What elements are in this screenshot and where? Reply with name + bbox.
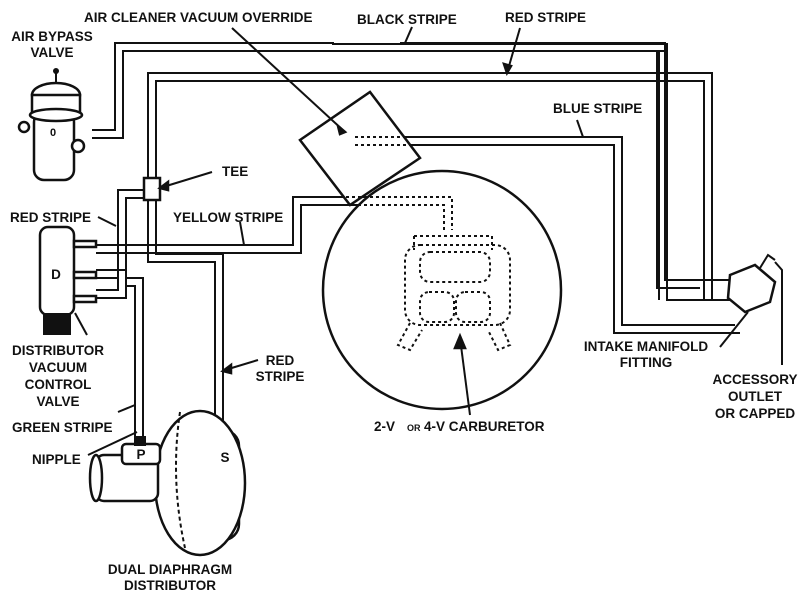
label-blue-stripe: BLUE STRIPE: [553, 101, 642, 116]
svg-text:0: 0: [50, 127, 56, 139]
valve-port-d: D: [51, 267, 61, 282]
hose-red-stripe-dist: [147, 198, 224, 440]
label-air-bypass-valve-line1: AIR BYPASS: [11, 29, 93, 44]
hose-red-stripe-top: [147, 72, 713, 300]
label-intake-manifold-line2: FITTING: [620, 355, 673, 370]
label-dvcv-line4: VALVE: [36, 394, 79, 409]
label-accessory-line1: ACCESSORY: [712, 372, 797, 387]
distributor-port-p: P: [136, 447, 145, 462]
label-dvcv-line3: CONTROL: [25, 377, 92, 392]
hose-green-stripe: [126, 277, 144, 445]
label-dvcv-line1: DISTRIBUTOR: [12, 343, 104, 358]
label-tee: TEE: [222, 164, 248, 179]
labels: AIR CLEANER VACUUM OVERRIDE BLACK STRIPE…: [10, 10, 798, 593]
carburetor[interactable]: [321, 169, 563, 411]
label-intake-manifold-line1: INTAKE MANIFOLD: [584, 339, 708, 354]
label-red-stripe-mid-line2: STRIPE: [256, 369, 305, 384]
distributor-vacuum-control-valve[interactable]: D: [38, 225, 98, 335]
hose-blue-stripe: [355, 136, 740, 334]
label-red-stripe-mid-line1: RED: [266, 353, 295, 368]
label-accessory-line2: OUTLET: [728, 389, 783, 404]
label-nipple: NIPPLE: [32, 452, 81, 467]
label-carburetor-4v: 4-V CARBURETOR: [424, 419, 545, 434]
label-red-stripe-top: RED STRIPE: [505, 10, 586, 25]
label-accessory-line3: OR CAPPED: [715, 406, 796, 421]
dual-diaphragm-distributor[interactable]: P S: [88, 409, 247, 557]
label-distributor-line1: DUAL DIAPHRAGM: [108, 562, 232, 577]
air-bypass-valve[interactable]: 0: [17, 68, 86, 182]
distributor-port-s: S: [220, 450, 229, 465]
leader-lines: [74, 26, 749, 456]
label-red-stripe-left: RED STRIPE: [10, 210, 91, 225]
label-air-bypass-valve-line2: VALVE: [30, 45, 73, 60]
air-cleaner-housing: [298, 90, 422, 207]
label-carburetor-2v: 2-V: [374, 419, 395, 434]
label-air-cleaner-vacuum-override: AIR CLEANER VACUUM OVERRIDE: [84, 10, 313, 25]
hose-red-stripe-left: [96, 189, 148, 299]
intake-manifold-fitting[interactable]: [726, 253, 783, 365]
label-black-stripe: BLACK STRIPE: [357, 12, 457, 27]
label-green-stripe: GREEN STRIPE: [12, 420, 113, 435]
tee-fitting[interactable]: [142, 176, 162, 202]
label-distributor-line2: DISTRIBUTOR: [124, 578, 216, 593]
hose-red-stripe-outer: [123, 42, 700, 289]
label-carburetor-or: OR: [407, 423, 421, 433]
label-dvcv-line2: VACUUM: [29, 360, 87, 375]
label-yellow-stripe: YELLOW STRIPE: [173, 210, 283, 225]
